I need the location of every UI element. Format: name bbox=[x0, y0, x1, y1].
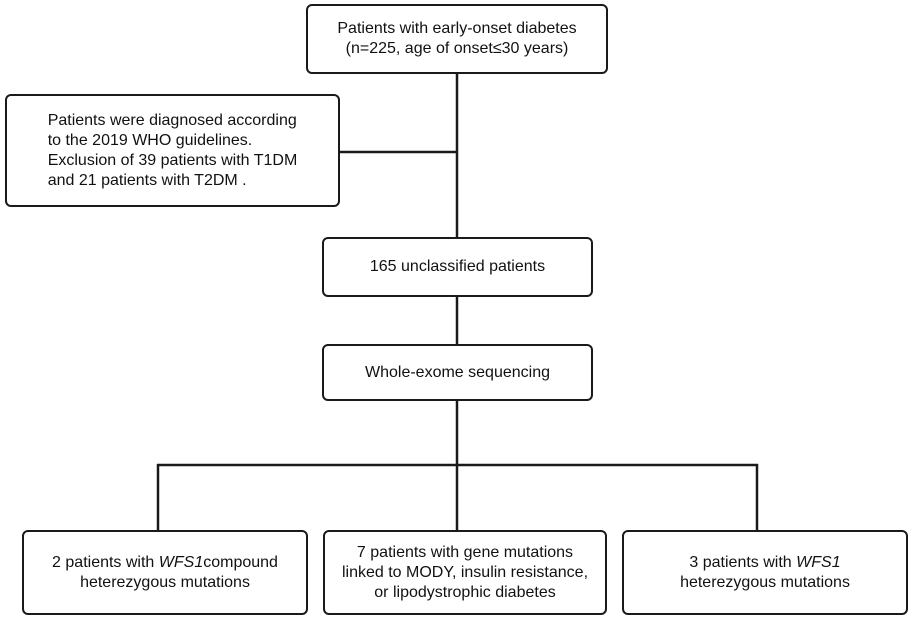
node-text-line: to the 2019 WHO guidelines. bbox=[47, 131, 253, 149]
node-text-line: or lipodystrophic diabetes bbox=[374, 583, 556, 601]
node-text-line: Patients were diagnosed according bbox=[47, 111, 297, 129]
node-text-suffix: compound bbox=[203, 553, 278, 571]
node-text-line: heterezygous mutations bbox=[80, 573, 250, 591]
node-text-line: 165 unclassified patients bbox=[369, 258, 546, 275]
gene-name-wfs1: WFS1 bbox=[158, 553, 204, 571]
node-unclassified-patients: 165 unclassified patients bbox=[322, 237, 593, 297]
node-text-line: and 21 patients with T2DM . bbox=[47, 171, 247, 189]
node-text-block: Patients were diagnosed according to the… bbox=[48, 111, 298, 191]
node-text-line: Exclusion of 39 patients with T1DM bbox=[47, 151, 298, 169]
node-exclusion-criteria: Patients were diagnosed according to the… bbox=[5, 94, 340, 207]
node-text-line: 2 patients with WFS1compound bbox=[52, 553, 278, 573]
node-wfs1-compound: 2 patients with WFS1compound heterezygou… bbox=[22, 530, 308, 615]
node-text-line: linked to MODY, insulin resistance, bbox=[341, 563, 589, 581]
node-early-onset-patients: Patients with early-onset diabetes (n=22… bbox=[306, 4, 608, 74]
node-text-prefix: 3 patients with bbox=[689, 553, 797, 571]
node-text-line: 3 patients with WFS1 bbox=[689, 553, 840, 573]
node-whole-exome-sequencing: Whole-exome sequencing bbox=[322, 344, 593, 401]
node-text-line: 7 patients with gene mutations bbox=[356, 543, 574, 561]
node-text-line: heterezygous mutations bbox=[680, 573, 850, 591]
node-text-line: (n=225, age of onset≤30 years) bbox=[345, 40, 569, 57]
node-text-line: Whole-exome sequencing bbox=[365, 363, 550, 381]
node-text-line: Patients with early-onset diabetes bbox=[337, 20, 577, 37]
node-wfs1-heterozygous: 3 patients with WFS1 heterezygous mutati… bbox=[622, 530, 908, 615]
gene-name-wfs1: WFS1 bbox=[796, 553, 841, 571]
node-text-prefix: 2 patients with bbox=[52, 553, 159, 571]
node-mody-mutations: 7 patients with gene mutations linked to… bbox=[323, 530, 607, 615]
